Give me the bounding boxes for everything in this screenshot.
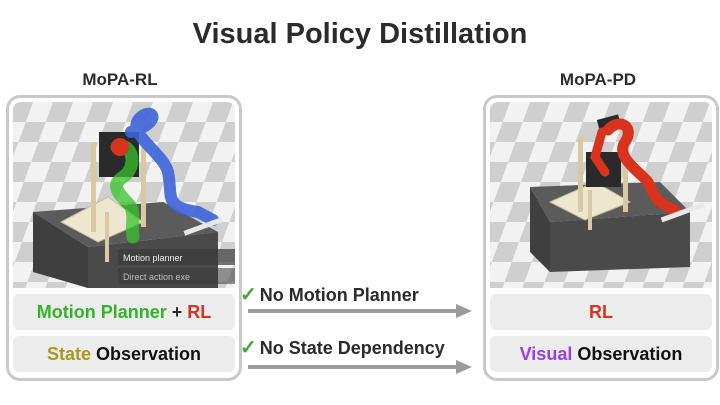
visual-label: Visual [519,344,573,364]
right-observation-bar: Visual Observation [490,336,712,372]
arrow-2 [248,360,472,374]
right-panel: RL Visual Observation [483,95,719,381]
observation-label: Observation [90,344,202,364]
left-policy-bar: Motion Planner + RL [13,294,235,330]
plus-label: + [166,302,188,322]
motion-planner-overlay-label: Motion planner [123,253,183,263]
observation-label: Observation [572,344,683,364]
rl-label: RL [589,302,613,322]
check-icon: ✓ [240,337,257,359]
arrow-label-no-motion-planner: ✓No Motion Planner [240,284,419,306]
figure-title: Visual Policy Distillation [192,18,528,50]
arrow-1 [248,304,472,318]
right-scene-image [490,102,712,288]
motion-planner-label: Motion Planner [36,302,167,322]
right-method-name: MoPA-PD [559,70,637,89]
left-observation-bar: State Observation [13,336,235,372]
right-policy-bar: RL [490,294,712,330]
rl-label: RL [187,302,212,322]
direct-action-overlay-label: Direct action exe [123,272,190,282]
left-method-name: MoPA-RL [82,70,158,89]
left-panel: Motion planner Direct action exe Motion … [6,95,242,381]
left-scene-image: Motion planner Direct action exe [13,102,235,288]
state-label: State [46,344,91,364]
arrow-label-no-state-dependency: ✓No State Dependency [240,337,445,359]
check-icon: ✓ [240,284,257,306]
